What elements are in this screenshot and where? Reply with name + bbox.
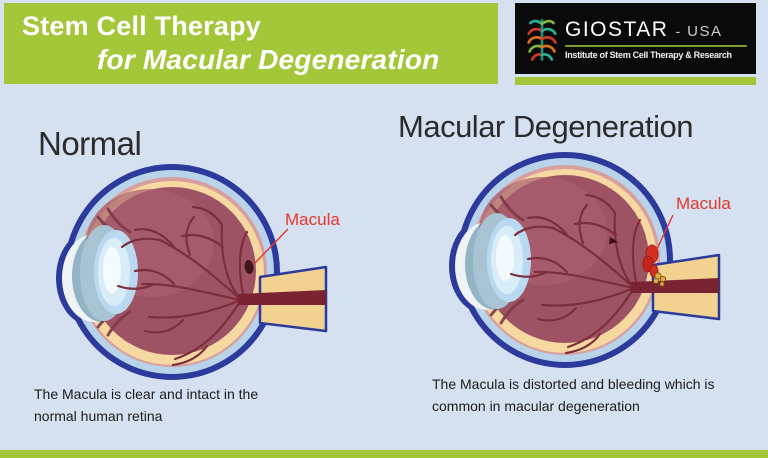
degeneration-caption-line2: common in macular degeneration <box>432 398 640 414</box>
degeneration-caption: The Macula is distorted and bleeding whi… <box>432 373 762 417</box>
normal-caption-line1: The Macula is clear and intact in the <box>34 386 259 402</box>
logo-brand: GIOSTAR <box>565 17 669 41</box>
title-band: Stem Cell Therapy for Macular Degenerati… <box>4 3 498 84</box>
normal-eye-illustration: Macula <box>54 162 340 382</box>
degenerated-eye-illustration: Macula <box>447 150 731 370</box>
logo-separator: - <box>675 22 681 39</box>
macula-spot <box>244 260 254 274</box>
macula-leader-line <box>253 228 289 265</box>
title-line2: for Macular Degeneration <box>97 44 440 75</box>
degeneration-heading: Macular Degeneration <box>398 109 694 144</box>
normal-caption: The Macula is clear and intact in the nor… <box>34 383 354 427</box>
drusen-deposits <box>653 272 667 287</box>
logo-tagline: Institute of Stem Cell Therapy & Researc… <box>565 49 732 60</box>
vessel-arrow-mark <box>609 237 618 244</box>
bleeding-macula <box>642 244 659 278</box>
giostar-logo: GIOSTAR - USA Institute of Stem Cell The… <box>515 3 756 74</box>
normal-caption-line2: normal human retina <box>34 408 163 424</box>
logo-underline <box>515 77 756 85</box>
logo-text: GIOSTAR - USA Institute of Stem Cell The… <box>565 18 747 60</box>
title-line1: Stem Cell Therapy <box>22 11 261 41</box>
bottom-green-strip <box>0 450 768 458</box>
stem-cell-tree-icon <box>527 18 557 61</box>
macula-label: Macula <box>285 210 340 229</box>
logo-region: USA <box>687 22 723 40</box>
normal-heading: Normal <box>38 125 142 162</box>
normal-eye-panel: Normal Macula The Macula is clear and in… <box>4 85 378 450</box>
macula-label: Macula <box>676 194 731 213</box>
logo-divider <box>565 44 747 47</box>
degeneration-caption-line1: The Macula is distorted and bleeding whi… <box>432 376 715 392</box>
macula-leader-line <box>655 214 674 252</box>
degeneration-eye-panel: Macular Degeneration Macula The Macula i… <box>382 85 764 450</box>
